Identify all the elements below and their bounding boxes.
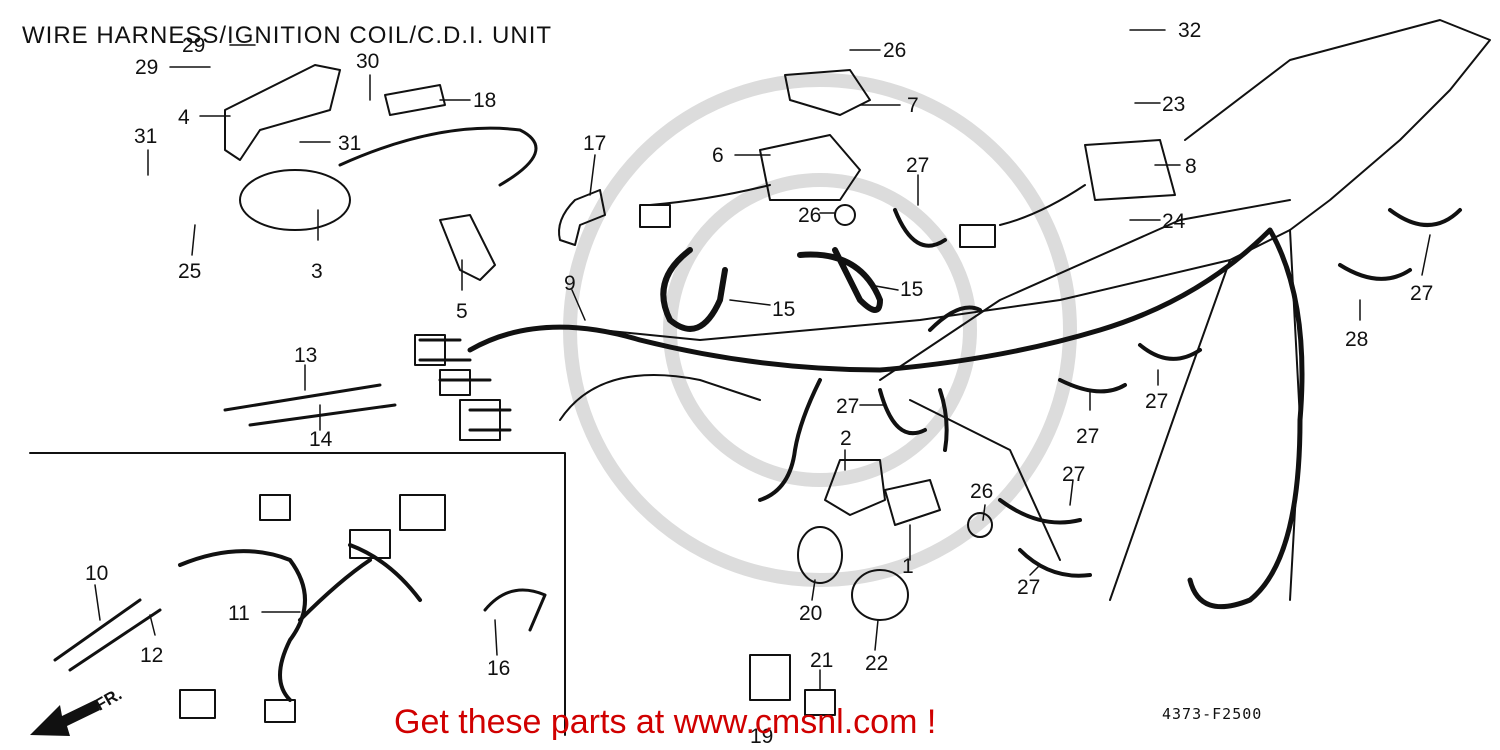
callout-c7: 7	[907, 94, 919, 117]
callout-c29b: 29	[135, 56, 158, 79]
clip	[558, 189, 606, 246]
grommet	[967, 512, 993, 538]
regulator-lead	[999, 184, 1086, 226]
callout-c26a: 26	[883, 39, 906, 62]
clamp	[878, 208, 947, 436]
callout-c3: 3	[311, 260, 323, 283]
callout-c6: 6	[712, 144, 724, 167]
callout-c18: 18	[473, 89, 496, 112]
inset-frame	[29, 452, 566, 736]
callout-c19: 19	[750, 725, 773, 748]
harness-connectors	[418, 338, 512, 432]
main-harness	[467, 227, 1305, 610]
inset-connector	[264, 699, 296, 723]
callout-c22: 22	[865, 652, 888, 675]
clamp	[1058, 343, 1202, 394]
strap	[660, 247, 728, 332]
callout-c31a: 31	[134, 125, 157, 148]
callout-c5: 5	[456, 300, 468, 323]
callout-c12: 12	[140, 644, 163, 667]
callout-c26c: 26	[970, 480, 993, 503]
clamp	[1338, 208, 1462, 281]
inset-connector	[179, 689, 216, 719]
watermark-logo	[563, 73, 1077, 587]
promo-link[interactable]: Get these parts at www.cmsnl.com !	[394, 703, 937, 741]
callout-c30: 30	[356, 50, 379, 73]
callout-c27d: 27	[1145, 390, 1168, 413]
ground-wire	[248, 403, 397, 427]
callout-c27e: 27	[1062, 463, 1085, 486]
ignition-coil	[239, 169, 351, 231]
callout-c14: 14	[309, 428, 333, 451]
flasher-relay	[749, 654, 791, 701]
strap	[797, 247, 883, 313]
diagram-code: 4373-F2500	[1162, 705, 1263, 723]
callout-c27a: 27	[906, 154, 929, 177]
callout-c27f: 27	[1017, 576, 1040, 599]
leader-lines	[94, 29, 1431, 691]
callout-c15b: 15	[900, 278, 923, 301]
front-arrow-icon	[30, 700, 100, 736]
callout-c20: 20	[799, 602, 822, 625]
inset-wire	[53, 598, 162, 672]
callout-c27g: 27	[1410, 282, 1433, 305]
cdi-unit	[759, 134, 861, 201]
coil-lead	[338, 126, 538, 187]
grommet	[834, 204, 856, 226]
cap-part	[797, 526, 843, 584]
relay-unit	[884, 479, 941, 526]
callout-c8: 8	[1185, 155, 1197, 178]
frame-body	[879, 199, 1291, 561]
inset-harness	[178, 543, 422, 702]
clamp	[998, 498, 1092, 578]
cdi-lead	[649, 184, 771, 206]
callout-c9: 9	[564, 272, 576, 295]
spark-plug-cap	[439, 214, 496, 281]
inset-strap	[483, 588, 547, 632]
gasket-plate	[824, 459, 886, 516]
connector-block	[414, 334, 446, 366]
regulator-connector	[959, 224, 996, 248]
callout-c10: 10	[85, 562, 108, 585]
callout-c26b: 26	[798, 204, 821, 227]
frame-outline	[599, 19, 1491, 341]
callout-c16: 16	[487, 657, 510, 680]
fender	[559, 374, 761, 421]
ground-wire	[223, 383, 382, 412]
callout-c15a: 15	[772, 298, 795, 321]
inset-connector	[349, 529, 391, 559]
callout-c32: 32	[1178, 19, 1201, 42]
callout-c4: 4	[178, 106, 190, 129]
frame-downtube	[1109, 229, 1301, 601]
callout-c31b: 31	[338, 132, 361, 155]
callout-c25: 25	[178, 260, 201, 283]
callout-c2: 2	[840, 427, 852, 450]
inset-connector	[259, 494, 291, 521]
callout-c11: 11	[228, 602, 250, 625]
page-title: WIRE HARNESS/IGNITION COIL/C.D.I. UNIT	[22, 22, 553, 49]
callout-numbers: 1 2 3 4 5 6 7 8 9 10 11 12 13 14 15 15 1…	[85, 19, 1433, 748]
callout-c28: 28	[1345, 328, 1368, 351]
callout-c23: 23	[1162, 93, 1185, 116]
connector-block	[439, 369, 471, 396]
coil-bracket	[224, 64, 341, 161]
callout-c13: 13	[294, 344, 317, 367]
callout-c17: 17	[583, 132, 606, 155]
mount-plate	[784, 69, 871, 116]
cdi-connector	[639, 204, 671, 228]
connector-block	[459, 399, 501, 441]
inset-connector	[399, 494, 446, 531]
callout-c24: 24	[1162, 210, 1186, 233]
regulator-rectifier	[1084, 139, 1176, 201]
callout-c29a: 29	[182, 34, 205, 57]
rubber-sleeve	[851, 569, 909, 621]
callout-c27c: 27	[1076, 425, 1099, 448]
callout-c27b: 27	[836, 395, 859, 418]
callout-c1: 1	[902, 555, 914, 578]
callout-c21: 21	[810, 649, 833, 672]
tube	[384, 84, 446, 116]
harness-branch	[758, 305, 982, 502]
